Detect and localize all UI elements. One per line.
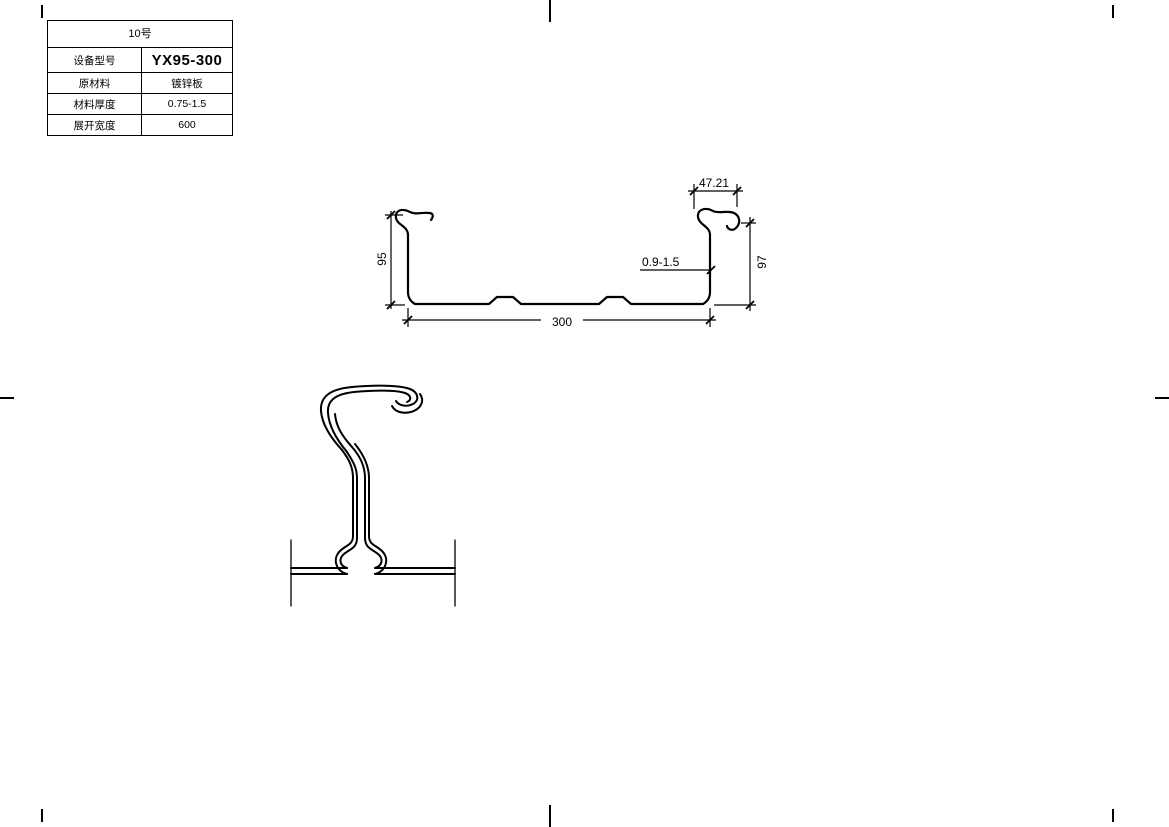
detail-curl-second-hook <box>391 393 424 414</box>
detail-curl-outer <box>319 384 419 451</box>
detail-stem-line <box>354 443 370 534</box>
dimension-tick <box>745 218 755 228</box>
title-block-value-material: 镀锌板 <box>171 77 203 90</box>
title-block-value-coil-width: 600 <box>178 119 196 131</box>
detail-stem-line <box>346 451 358 534</box>
dimension-height-right <box>714 217 756 311</box>
seam-detail-view <box>290 384 456 607</box>
detail-bulb-left-outer <box>334 532 354 575</box>
title-block-label-material: 原材料 <box>48 73 142 93</box>
dimension-tick <box>705 315 715 325</box>
title-block-label-thickness: 材料厚度 <box>48 94 142 114</box>
title-block-row-coil-width: 展开宽度 600 <box>48 115 232 135</box>
title-block-row-material: 原材料 镀锌板 <box>48 73 232 94</box>
detail-curl-inner <box>334 413 353 448</box>
dimension-tick <box>745 300 755 310</box>
detail-curl-mid <box>326 389 412 453</box>
detail-bulb-left-inner <box>339 532 358 569</box>
title-block-header: 10号 <box>48 21 232 48</box>
detail-bulb-right-inner <box>364 532 383 569</box>
title-block-value-thickness: 0.75-1.5 <box>167 98 207 110</box>
dimension-text-height-right: 97 <box>755 255 769 269</box>
title-block-label-coil-width: 展开宽度 <box>48 115 142 135</box>
dimension-tick <box>689 186 699 196</box>
dimension-tick <box>386 300 396 310</box>
dimension-text-mask <box>541 312 583 328</box>
dimension-hook-width <box>688 184 743 209</box>
thickness-text: 0.9-1.5 <box>642 255 680 269</box>
detail-stem-line <box>351 446 366 534</box>
section-profile-outline <box>394 207 741 306</box>
title-block-row-thickness: 材料厚度 0.75-1.5 <box>48 94 232 115</box>
dimension-height-left <box>385 210 405 310</box>
detail-bulb-right-outer <box>368 532 388 575</box>
dimension-tick <box>732 186 742 196</box>
dimension-text-height-left: 95 <box>375 252 389 266</box>
title-block-value-model: YX95-300 <box>151 51 223 69</box>
detail-stem-line <box>341 449 354 534</box>
dimension-text-hook-width: 47.21 <box>699 176 729 190</box>
dimension-tick <box>403 315 413 325</box>
dimension-tick <box>386 210 396 220</box>
dimension-text-overall-width: 300 <box>552 315 572 329</box>
title-block-label-model: 设备型号 <box>48 48 142 72</box>
thickness-leader <box>640 265 716 275</box>
leader-tick <box>706 265 716 275</box>
title-block: 10号 设备型号 YX95-300 原材料 镀锌板 材料厚度 0.75-1.5 … <box>47 20 233 136</box>
section-profile <box>394 207 741 306</box>
title-block-row-model: 设备型号 YX95-300 <box>48 48 232 73</box>
